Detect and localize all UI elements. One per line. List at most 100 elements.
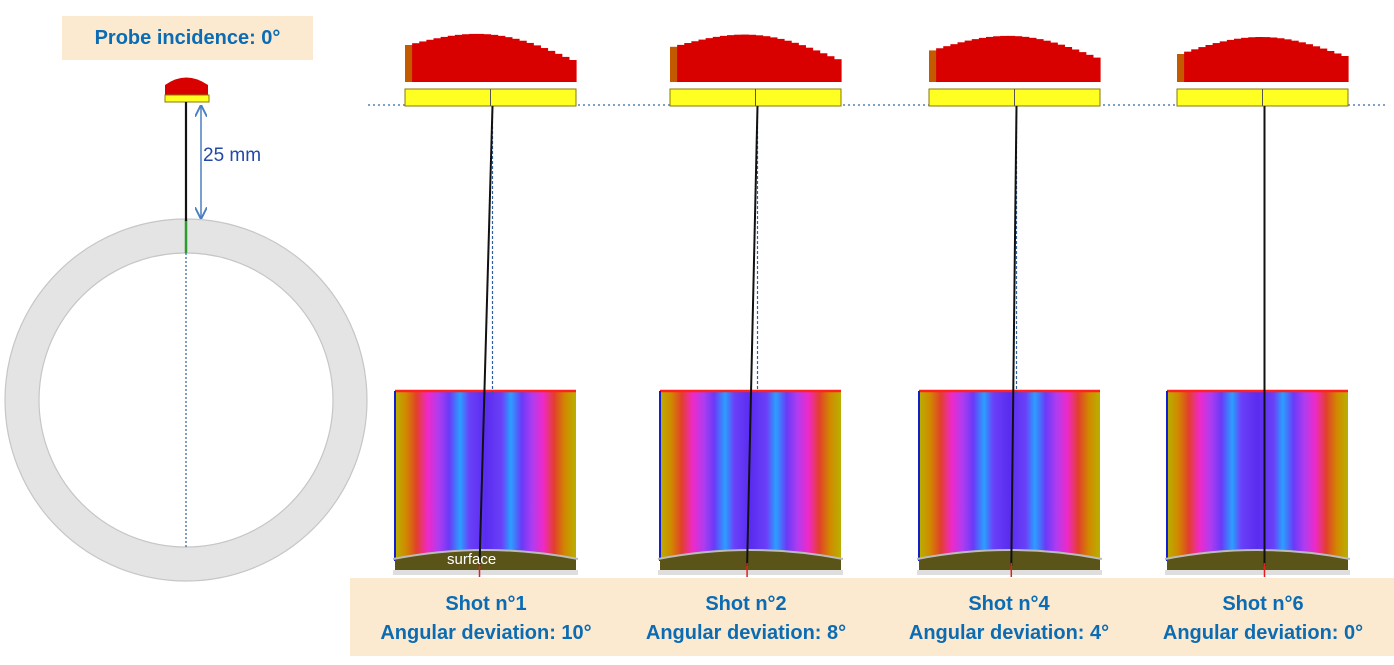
probe-amplitude-bar xyxy=(805,47,814,82)
probe-amplitude-bar xyxy=(1064,46,1073,82)
probe-amplitude-bar xyxy=(798,45,806,82)
probe-incidence-title: Probe incidence: 0° xyxy=(62,16,313,60)
probe-amplitude-bar xyxy=(1319,48,1328,82)
probe-amplitude-bar xyxy=(1291,40,1299,82)
distance-label: 25 mm xyxy=(203,145,262,166)
probe-amplitude-bar xyxy=(978,37,987,82)
probe-amplitude-bar xyxy=(526,42,534,82)
probe-amplitude-bar xyxy=(1298,42,1306,82)
probe-amplitude-bar xyxy=(826,56,835,82)
probe-amplitude-bar xyxy=(1340,56,1349,82)
probe-amplitude-bar xyxy=(547,50,556,82)
field-map xyxy=(919,391,1100,561)
probe-amplitude-bar xyxy=(833,59,842,82)
shot-caption-1: Shot n°1 Angular deviation: 10° xyxy=(356,590,616,648)
probe-amplitude-bar xyxy=(533,45,541,82)
probe-amplitude-bar xyxy=(1241,37,1249,82)
probe-amplitude-bar xyxy=(440,36,449,82)
probe-amplitude-bar xyxy=(1092,57,1101,82)
caption-band xyxy=(350,578,1394,656)
probe-amplitude-bar xyxy=(504,37,513,82)
probe-amplitude-bar xyxy=(1283,39,1292,82)
probe-amplitude-bar xyxy=(419,41,427,82)
probe-amplitude-bar xyxy=(1191,49,1199,82)
probe-amplitude-bar xyxy=(1326,50,1335,82)
deviated-beam xyxy=(1010,105,1018,567)
probe-amplitude-bar xyxy=(1333,53,1342,82)
probe-amplitude-bar xyxy=(1276,38,1285,82)
probe-amplitude-bar xyxy=(454,34,463,82)
shot-name: Shot n°4 xyxy=(968,593,1050,615)
shot-caption-2: Shot n°2 Angular deviation: 8° xyxy=(616,590,876,648)
probe-amplitude-bar xyxy=(1021,36,1030,82)
probe-amplitude-bar xyxy=(755,35,764,82)
probe-amplitude-bar xyxy=(519,40,527,82)
surface-base xyxy=(393,570,578,575)
probe-amplitude-bar xyxy=(412,43,420,82)
shot-panel-3 xyxy=(916,35,1103,577)
probe-amplitude-bar xyxy=(469,33,477,82)
probe-amplitude-bar xyxy=(705,38,714,82)
probe-amplitude-bar xyxy=(568,60,577,82)
probe-amplitude-bar xyxy=(719,35,728,82)
surface-edge xyxy=(392,549,579,560)
probe-amplitude-bar xyxy=(698,39,707,82)
probe-amplitude-bar xyxy=(554,53,563,82)
probe-amplitude-bar xyxy=(1234,38,1242,82)
probe-amplitude-bar xyxy=(950,44,959,82)
probe-amplitude-bar xyxy=(1050,42,1058,82)
probe-amplitude-bar xyxy=(1028,37,1037,82)
probe-amplitude-bar xyxy=(748,34,757,82)
probe-amplitude-bar xyxy=(691,41,700,82)
probe-amplitude-bar xyxy=(1000,35,1008,82)
shot-name: Shot n°6 xyxy=(1222,593,1304,615)
probe-amplitude-bar xyxy=(561,56,570,82)
probe-amplitude-bar xyxy=(1057,44,1065,82)
probe-amplitude-bar xyxy=(462,34,470,82)
shot-panel-4 xyxy=(1164,36,1351,577)
probe-amplitude-bar xyxy=(405,45,413,82)
probe-amplitude-bar xyxy=(677,44,685,82)
probe-amplitude-bar xyxy=(1262,37,1271,82)
probe-amplitude-bar xyxy=(734,34,742,82)
probe-amplitude-bar xyxy=(1226,39,1235,82)
probe-amplitude-bar xyxy=(1085,54,1094,82)
probe-amplitude-bar xyxy=(1014,36,1023,82)
probe-incidence-text: Probe incidence: 0° xyxy=(94,26,281,49)
surface-profile xyxy=(1167,550,1348,570)
probe-amplitude-bar xyxy=(1078,52,1087,82)
probe-amplitude-bar xyxy=(943,46,951,82)
probe-amplitude-bar xyxy=(741,34,749,82)
probe-amplitude-bar xyxy=(497,35,506,82)
probe-amplitude-bar xyxy=(1007,35,1016,82)
surface-base xyxy=(917,570,1102,575)
probe-amplitude-bar xyxy=(426,39,435,82)
probe-amplitude-bar xyxy=(483,34,492,82)
probe-amplitude-bar xyxy=(1305,44,1313,82)
shot-deviation: Angular deviation: 4° xyxy=(908,622,1110,644)
probe-small xyxy=(164,77,210,221)
probe-amplitude-bar xyxy=(1184,51,1192,82)
probe-amplitude-bar xyxy=(712,36,721,82)
probe-amplitude-bar xyxy=(511,38,520,82)
surface-profile xyxy=(395,550,576,570)
surface-edge xyxy=(657,549,844,560)
surface-edge xyxy=(1164,549,1351,560)
probe-amplitude-bar xyxy=(812,50,821,82)
probe-amplitude-bar xyxy=(929,50,937,82)
probe-amplitude-bar xyxy=(1219,41,1228,82)
probe-amplitude-bar xyxy=(819,53,828,82)
shots-layer xyxy=(392,33,1351,577)
shot-deviation: Angular deviation: 10° xyxy=(380,622,592,644)
probe-amplitude-bar xyxy=(971,39,980,82)
deviated-beam xyxy=(746,105,759,567)
probe-amplitude-bar xyxy=(993,36,1001,82)
probe-amplitude-bar xyxy=(1212,43,1221,82)
probe-small-wedge xyxy=(164,94,210,103)
probe-amplitude-bar xyxy=(1198,47,1207,82)
probe-amplitude-bar xyxy=(776,38,785,82)
surface-base xyxy=(658,570,843,575)
probe-amplitude-bar xyxy=(936,48,944,82)
probe-amplitude-bar xyxy=(1312,46,1321,82)
